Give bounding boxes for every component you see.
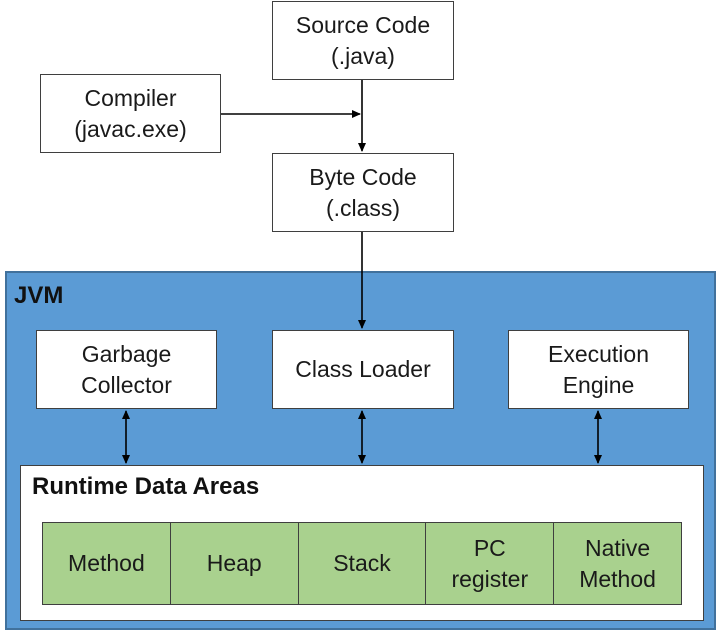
area-heap-label: Heap [206, 550, 262, 576]
execution-engine-line2: Engine [562, 371, 635, 398]
area-pc-register-line1: PC [473, 534, 506, 561]
source-code-title: Source Code [295, 11, 431, 38]
runtime-data-areas-row: Method Heap Stack PC register Native Met… [42, 522, 682, 605]
area-native-method-line2: Method [579, 565, 656, 592]
area-native-method-line1: Native [584, 534, 651, 561]
area-pc-register: PC register [426, 523, 555, 604]
source-code-extension: (.java) [331, 42, 395, 69]
class-loader-label: Class Loader [295, 356, 431, 382]
runtime-data-areas-label: Runtime Data Areas [32, 473, 260, 500]
execution-engine-line1: Execution [547, 340, 649, 367]
area-method: Method [43, 523, 171, 604]
garbage-collector-line2: Collector [81, 371, 172, 398]
area-stack: Stack [298, 523, 427, 604]
byte-code-box: Byte Code (.class) [272, 153, 454, 232]
area-method-label: Method [68, 550, 145, 576]
byte-code-extension: (.class) [325, 194, 401, 221]
area-pc-register-line2: register [451, 565, 529, 592]
garbage-collector-line1: Garbage [81, 340, 172, 367]
byte-code-title: Byte Code [309, 163, 417, 190]
compiler-title: Compiler [84, 84, 177, 111]
execution-engine-box: Execution Engine [508, 330, 689, 409]
class-loader-box: Class Loader [272, 330, 454, 409]
compiler-box: Compiler (javac.exe) [40, 74, 221, 153]
garbage-collector-box: Garbage Collector [36, 330, 217, 409]
area-stack-label: Stack [333, 550, 391, 576]
area-heap: Heap [170, 523, 299, 604]
area-native-method: Native Method [554, 523, 681, 604]
source-code-box: Source Code (.java) [272, 1, 454, 80]
jvm-label: JVM [14, 282, 64, 309]
compiler-executable: (javac.exe) [74, 115, 187, 142]
